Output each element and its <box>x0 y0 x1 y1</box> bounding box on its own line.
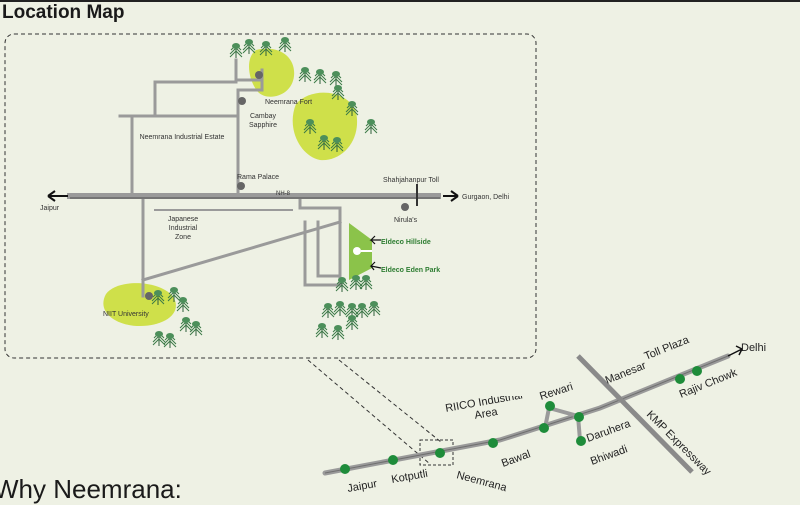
label-neemrana-industrial-estate: Neemrana Industrial Estate <box>139 134 225 141</box>
label-eldeco-hillside: Eldeco Hillside <box>381 239 431 246</box>
label-neemrana-fort: Neemrana Fort <box>265 99 312 106</box>
route-label-delhi: Delhi <box>741 342 766 354</box>
route-label-neemrana: Neemrana <box>455 469 509 494</box>
marker-rama-palace <box>237 182 245 190</box>
arrow-delhi-icon <box>727 345 743 357</box>
label-niit-university: NIIT University <box>103 311 149 318</box>
label-rama-palace: Rama Palace <box>237 174 279 181</box>
route-label-toll-plaza: Toll Plaza <box>643 334 692 363</box>
label-nirulas: Nirula's <box>394 217 418 224</box>
green-zone-niit <box>103 283 176 326</box>
location-map: Neemrana Fort Cambay Sapphire Neemrana I… <box>4 33 766 494</box>
route-label-jaipur: Jaipur <box>346 478 378 494</box>
route-label-manesar: Manesar <box>604 359 648 386</box>
arrow-east-icon <box>443 190 459 202</box>
marker-niit-university <box>145 292 153 300</box>
detail-roads <box>67 58 441 298</box>
route-stations <box>340 366 702 474</box>
route-label-riico: RIICO Industrial Area <box>444 396 524 422</box>
label-eldeco-eden-park: Eldeco Eden Park <box>381 267 440 274</box>
neemrana-zoom-box <box>419 439 454 466</box>
arrow-west-icon <box>47 190 68 202</box>
label-jaipur-west: Jaipur <box>40 205 60 212</box>
label-cambay-sapphire: Cambay Sapphire <box>248 113 278 129</box>
nh8-route-center <box>324 355 729 474</box>
pointer-edenpark-icon <box>369 261 382 271</box>
route-label-bawal: Bawal <box>500 448 532 470</box>
route-label-kmp-expressway: KMP Expressway <box>644 409 714 479</box>
label-japanese-industrial-zone: Japanese Industrial Zone <box>167 216 199 241</box>
marker-cambay-sapphire <box>238 97 246 105</box>
kmp-expressway <box>576 354 694 474</box>
route-label-bhiwadi: Bhiwadi <box>589 443 629 467</box>
label-shahjahanpur-toll: Shahjahanpur Toll <box>383 177 439 184</box>
green-zone-fort <box>249 48 295 97</box>
detail-map-frame <box>4 33 537 359</box>
section-heading-partial: Why Neemrana: <box>0 474 182 504</box>
top-border <box>0 0 800 2</box>
route-label-rewari: Rewari <box>538 381 574 403</box>
marker-nirulas <box>401 203 409 211</box>
marker-neemrana-fort <box>255 71 263 79</box>
zoom-guide-right <box>338 359 442 443</box>
label-nh8: NH-8 <box>276 191 291 197</box>
zoom-guide-left <box>307 359 431 465</box>
eldeco-roundabout <box>353 247 361 255</box>
route-label-kotputli: Kotputli <box>390 468 428 486</box>
pointer-hillside-icon <box>369 235 381 245</box>
page-title: Location Map <box>2 2 125 23</box>
label-gurgaon-delhi: Gurgaon, Delhi <box>462 194 510 201</box>
route-label-daruhera: Daruhera <box>585 418 633 445</box>
